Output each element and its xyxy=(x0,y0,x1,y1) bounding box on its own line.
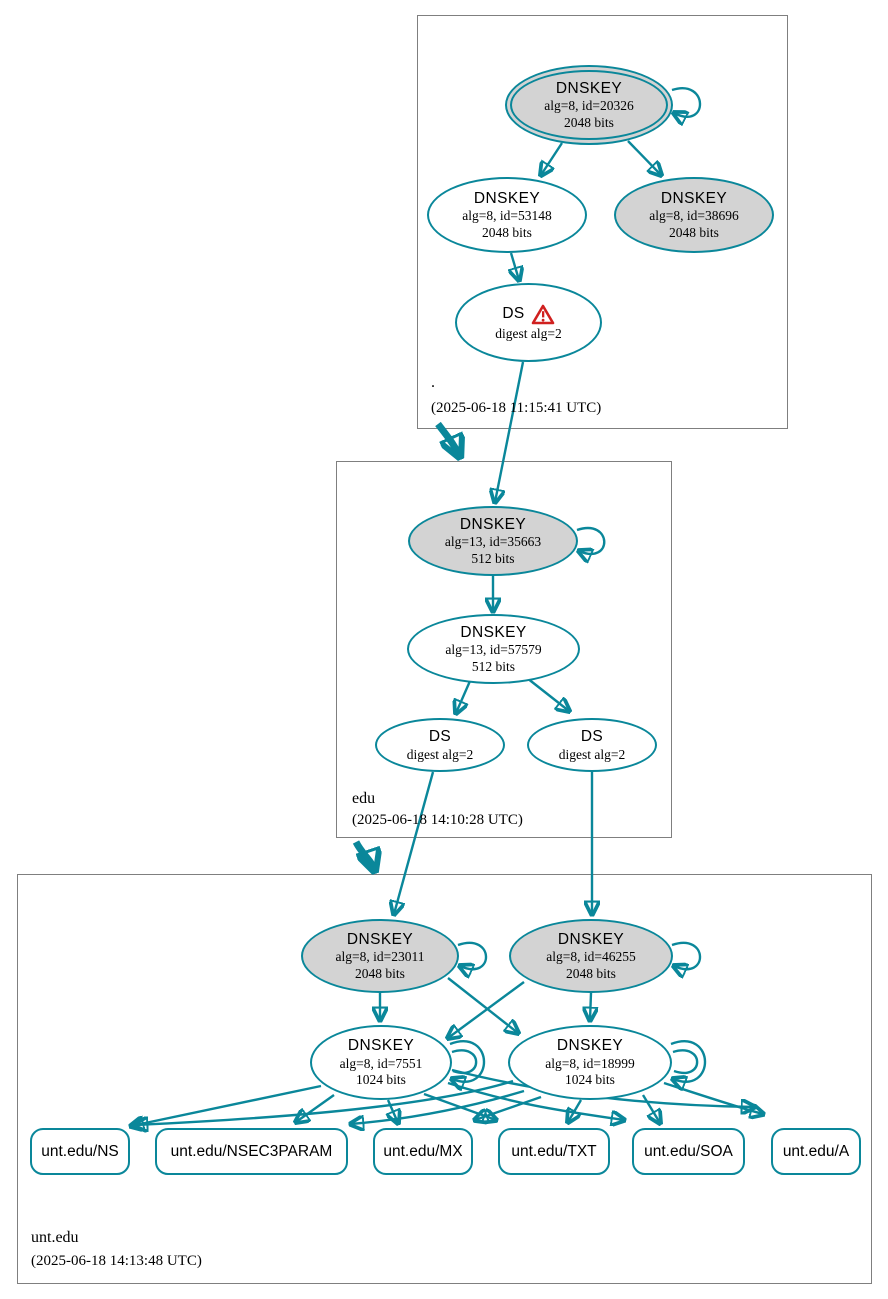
dnskey-node-35663[interactable]: DNSKEY alg=13, id=35663 512 bits xyxy=(408,506,578,576)
ds-node-edu-left[interactable]: DS digest alg=2 xyxy=(375,718,505,772)
zone-name-unt-edu: unt.edu xyxy=(31,1229,79,1246)
dnskey-node-57579[interactable]: DNSKEY alg=13, id=57579 512 bits xyxy=(407,614,580,684)
node-title: DS xyxy=(428,727,452,745)
node-title: DNSKEY xyxy=(346,930,414,948)
rrset-unt-edu-ns[interactable]: unt.edu/NS xyxy=(30,1128,130,1175)
node-title: DNSKEY xyxy=(459,515,527,533)
node-title: DNSKEY xyxy=(555,79,623,97)
node-title: DNSKEY xyxy=(347,1037,415,1055)
node-title: DNSKEY xyxy=(557,930,625,948)
node-title: DS xyxy=(580,727,604,745)
zone-name-edu: edu xyxy=(352,790,376,807)
node-title: DS xyxy=(502,305,525,323)
dnskey-node-53148[interactable]: DNSKEY alg=8, id=53148 2048 bits xyxy=(427,177,587,253)
node-title: DNSKEY xyxy=(660,189,728,207)
dnskey-node-20326[interactable]: DNSKEY alg=8, id=20326 2048 bits xyxy=(505,65,673,145)
rrset-unt-edu-mx[interactable]: unt.edu/MX xyxy=(373,1128,473,1175)
rrset-unt-edu-soa[interactable]: unt.edu/SOA xyxy=(632,1128,745,1175)
rrset-unt-edu-txt[interactable]: unt.edu/TXT xyxy=(498,1128,610,1175)
warning-icon xyxy=(531,304,555,325)
ds-node-root[interactable]: DS digest alg=2 xyxy=(455,283,602,362)
ds-node-edu-right[interactable]: DS digest alg=2 xyxy=(527,718,657,772)
rrset-unt-edu-a[interactable]: unt.edu/A xyxy=(771,1128,861,1175)
dnskey-node-38696[interactable]: DNSKEY alg=8, id=38696 2048 bits xyxy=(614,177,774,253)
dnskey-node-7551[interactable]: DNSKEY alg=8, id=7551 1024 bits xyxy=(310,1025,452,1100)
zone-name-root: . xyxy=(431,374,435,391)
dnskey-node-23011[interactable]: DNSKEY alg=8, id=23011 2048 bits xyxy=(301,919,459,993)
zone-timestamp-root: (2025-06-18 11:15:41 UTC) xyxy=(431,400,602,416)
node-title: DNSKEY xyxy=(460,623,527,641)
node-title: DNSKEY xyxy=(556,1037,624,1055)
zone-timestamp-unt-edu: (2025-06-18 14:13:48 UTC) xyxy=(31,1253,202,1269)
dnskey-node-18999[interactable]: DNSKEY alg=8, id=18999 1024 bits xyxy=(508,1025,672,1100)
dnskey-node-46255[interactable]: DNSKEY alg=8, id=46255 2048 bits xyxy=(509,919,673,993)
zone-timestamp-edu: (2025-06-18 14:10:28 UTC) xyxy=(352,812,523,828)
node-title: DNSKEY xyxy=(473,189,541,207)
delegation-arrow-edu-to-unt-edu xyxy=(352,840,374,869)
rrset-unt-edu-nsec3param[interactable]: unt.edu/NSEC3PARAM xyxy=(155,1128,348,1175)
